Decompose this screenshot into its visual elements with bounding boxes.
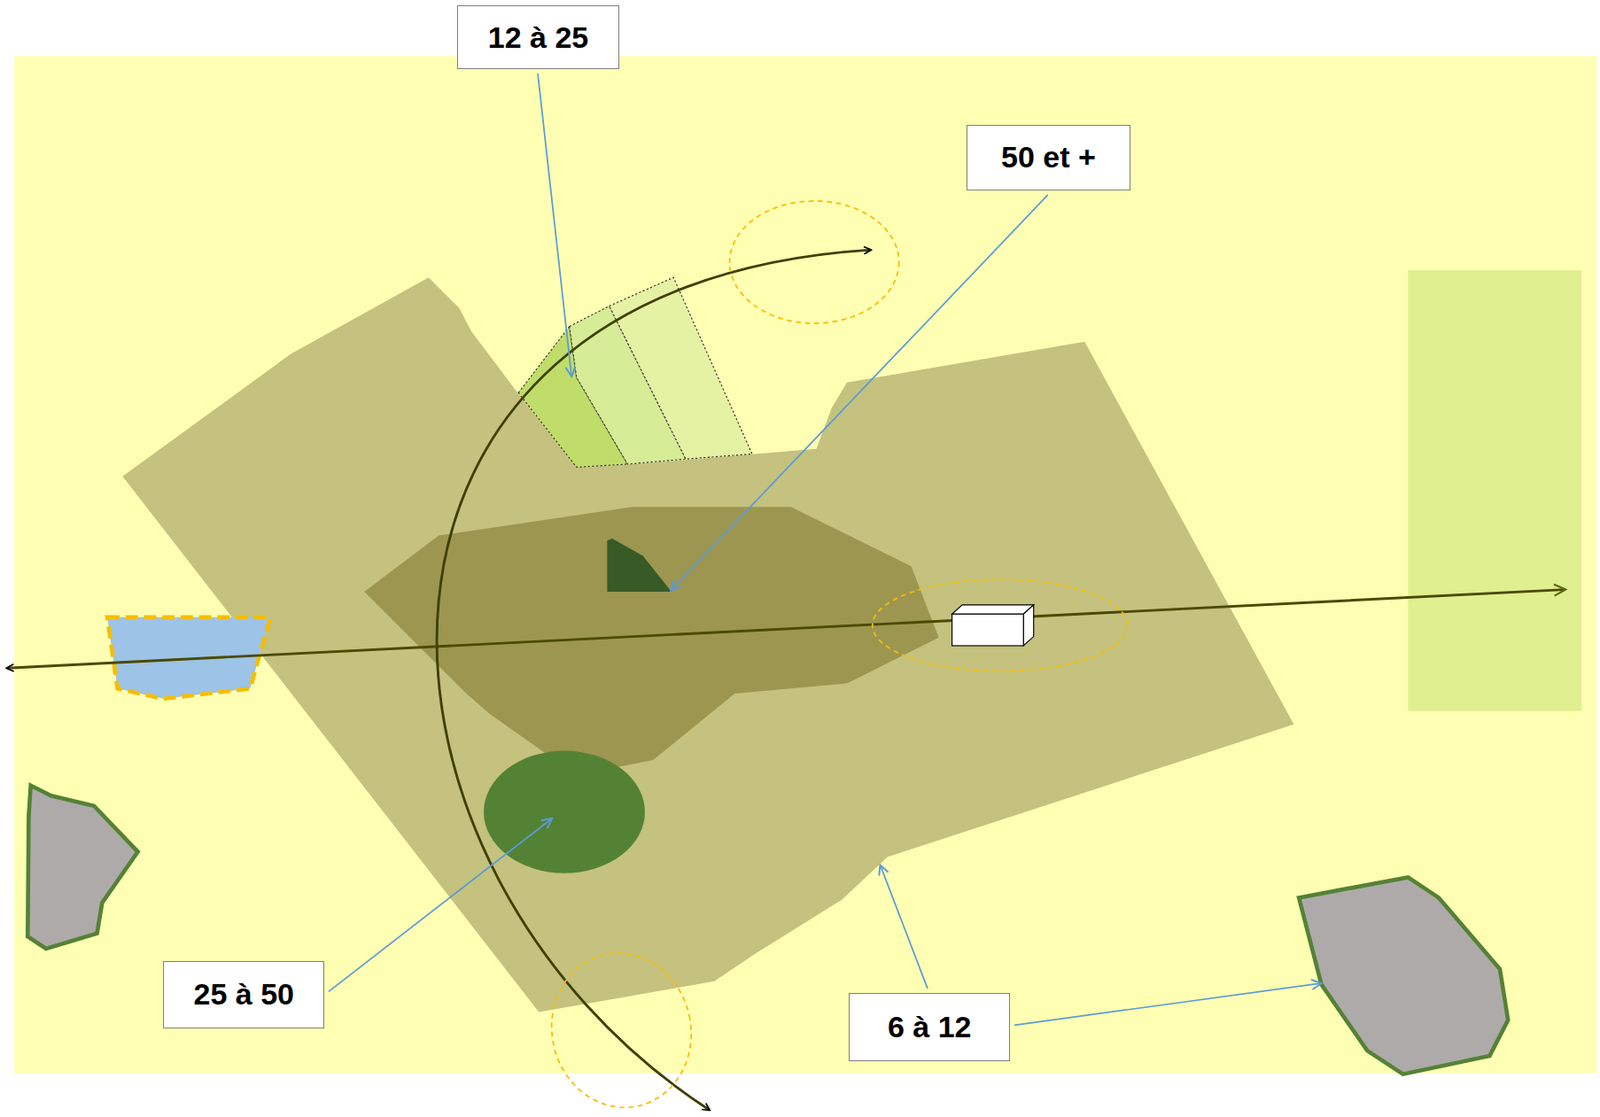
callout-number: 50 et +: [1001, 139, 1096, 175]
leader-line: [671, 194, 1049, 591]
conflict-zone: [730, 201, 900, 324]
callout-box: 12 à 25: [457, 5, 620, 70]
conflict-zone: [872, 579, 1128, 672]
conflict-zone: [537, 939, 707, 1117]
leader-line: [537, 73, 572, 376]
callout-box: 6 à 12: [848, 993, 1010, 1062]
leader-line: [1014, 983, 1321, 1026]
built-area: [1298, 877, 1508, 1074]
callout-number: 25 à 50: [194, 977, 295, 1012]
corridor-axis: [7, 590, 1564, 669]
wood-patch: [606, 538, 672, 592]
callout-box: 25 à 50: [163, 961, 325, 1029]
building: [952, 605, 1034, 646]
built-area: [27, 785, 138, 949]
field-band: [1407, 270, 1582, 711]
leader-line: [880, 866, 928, 989]
inner-zone: [364, 506, 939, 776]
corridor-arc: [436, 249, 870, 1111]
callout-box: 50 et +: [966, 124, 1131, 192]
outer-zone: [122, 277, 1294, 1012]
strip: [609, 277, 753, 459]
leader-line: [328, 819, 552, 993]
wood-ellipse: [483, 751, 645, 874]
callout-number: 6 à 12: [887, 1009, 972, 1045]
callout-number: 12 à 25: [488, 20, 589, 55]
